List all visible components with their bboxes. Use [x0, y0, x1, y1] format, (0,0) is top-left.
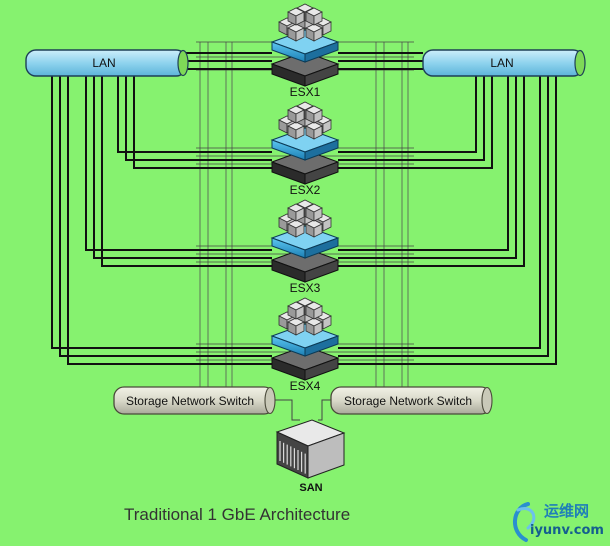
esx-host: ESX1	[270, 3, 340, 99]
diagram-caption: Traditional 1 GbE Architecture	[124, 505, 351, 524]
switch-right-label: Storage Network Switch	[344, 394, 472, 408]
lan-cables	[51, 52, 557, 365]
switch-left-label: Storage Network Switch	[126, 394, 254, 408]
lan-left-label: LAN	[92, 56, 115, 70]
lan-cable	[338, 76, 557, 365]
san-storage-array: SAN	[275, 419, 346, 494]
lan-cable	[338, 76, 525, 267]
lan-cable	[117, 76, 272, 153]
esx-host: ESX4	[270, 297, 340, 393]
esx-host: ESX3	[270, 199, 340, 295]
lan-cable	[338, 76, 493, 169]
lan-cable	[85, 76, 272, 251]
storage-switch-right: Storage Network Switch	[330, 386, 493, 415]
watermark-url-text: iyunv.com	[530, 523, 604, 538]
watermark-cn-text: 运维网	[544, 502, 590, 520]
san-link-left	[274, 399, 300, 421]
lan-cable	[67, 76, 272, 365]
lan-cable	[338, 76, 517, 259]
lan-cable	[338, 76, 477, 153]
lan-cable	[338, 76, 485, 161]
lan-cable	[338, 76, 509, 251]
esx-host-label: ESX2	[290, 183, 321, 197]
lan-cable	[59, 76, 272, 357]
lan-cable	[125, 76, 272, 161]
lan-pipe-right: LAN	[422, 49, 586, 77]
lan-cable	[133, 76, 272, 169]
lan-cable	[338, 76, 541, 349]
lan-cable	[93, 76, 272, 259]
san-label: SAN	[299, 482, 322, 494]
storage-switch-left: Storage Network Switch	[113, 386, 276, 415]
watermark-logo-icon	[513, 502, 536, 542]
esx-host: ESX2	[270, 101, 340, 197]
san-link-right	[318, 399, 331, 421]
esx-host-label: ESX3	[290, 281, 321, 295]
lan-cable	[338, 76, 549, 357]
lan-cable	[101, 76, 272, 267]
esx-host-label: ESX1	[290, 85, 321, 99]
esx-host-label: ESX4	[290, 379, 321, 393]
lan-pipe-left: LAN	[25, 49, 189, 77]
lan-cable	[51, 76, 272, 349]
lan-right-label: LAN	[490, 56, 513, 70]
